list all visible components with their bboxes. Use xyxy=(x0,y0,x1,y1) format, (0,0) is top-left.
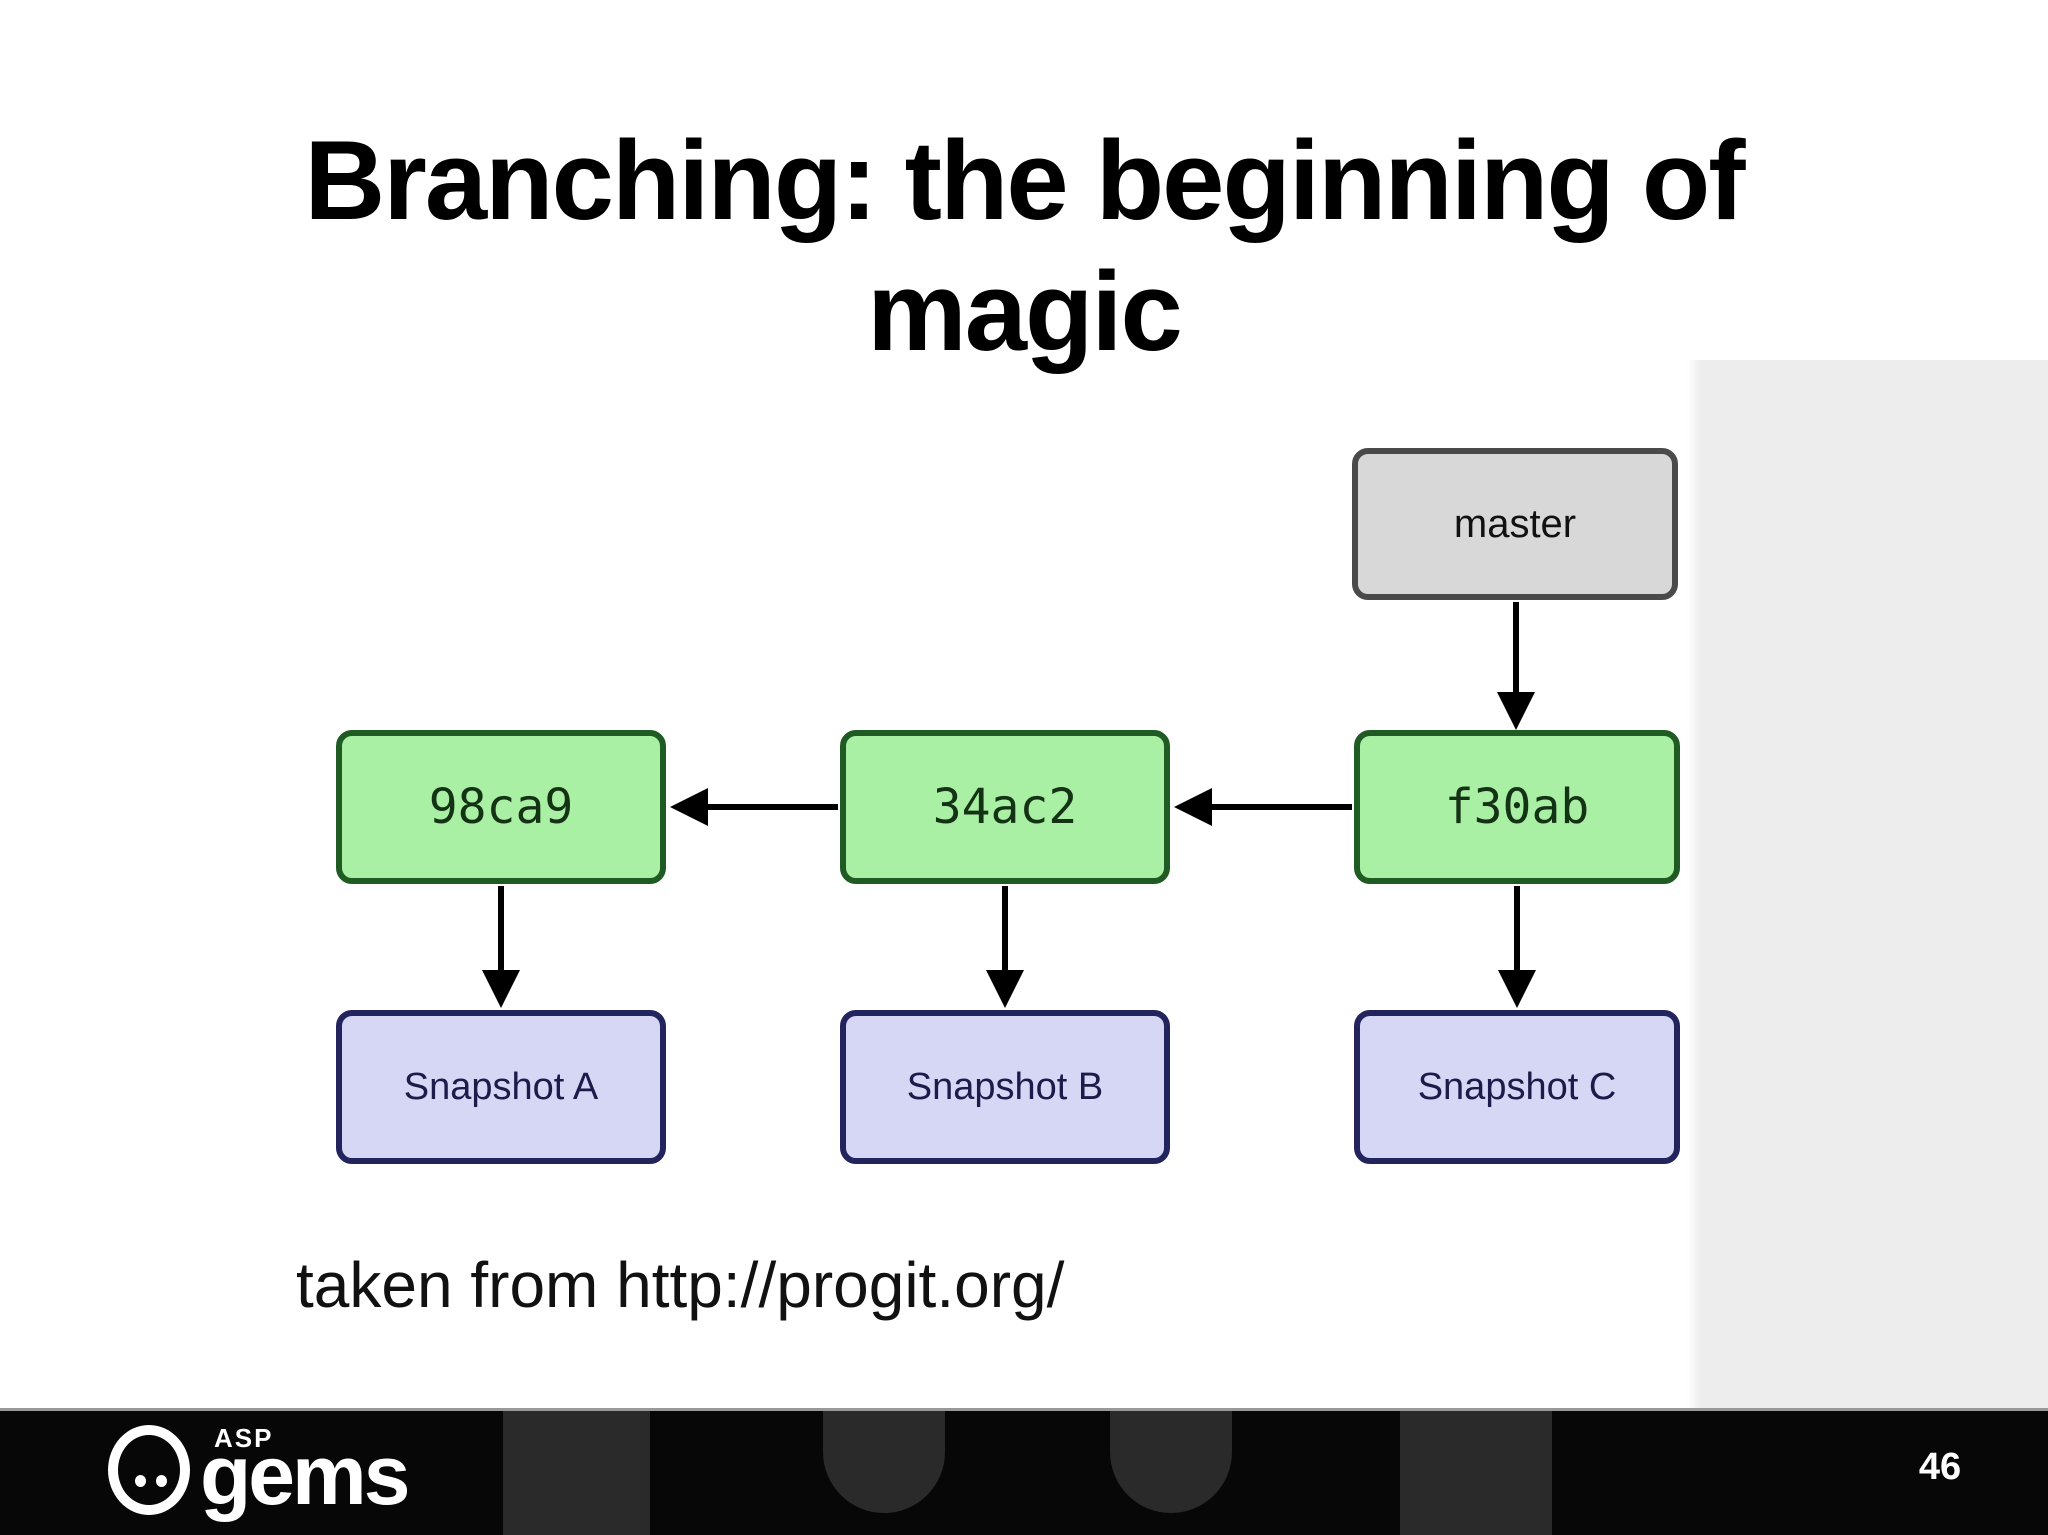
brand-top-label: ASP xyxy=(214,1423,274,1453)
smiley-notch xyxy=(192,1461,204,1477)
footer-decoration-dome xyxy=(1110,1411,1232,1513)
edge-98ca9-snapshot-a xyxy=(482,886,520,1008)
edge-34ac2-98ca9 xyxy=(670,788,838,826)
edge-f30ab-snapshot-c xyxy=(1498,886,1536,1008)
snapshot-node-a: Snapshot A xyxy=(336,1010,666,1164)
smiley-eye-left xyxy=(135,1475,146,1487)
edge-34ac2-snapshot-b xyxy=(986,886,1024,1008)
commit-id: 98ca9 xyxy=(428,779,574,835)
footer-decoration-bar xyxy=(503,1411,650,1535)
footer-decoration-dome xyxy=(823,1411,945,1513)
edge-master-f30ab xyxy=(1497,602,1535,730)
branch-node-master: master xyxy=(1352,448,1678,600)
attribution-text: taken from http://progit.org/ xyxy=(296,1249,1065,1321)
footer-bar: ASP gems xyxy=(0,1408,2048,1535)
edge-f30ab-34ac2 xyxy=(1174,788,1352,826)
branch-label: master xyxy=(1453,501,1577,546)
snapshot-label: Snapshot B xyxy=(906,1065,1104,1108)
smiley-icon xyxy=(108,1425,204,1515)
right-gradient-panel xyxy=(1687,360,2048,1408)
commit-id: 34ac2 xyxy=(932,779,1078,835)
commit-node-34ac2: 34ac2 xyxy=(840,730,1170,884)
aspgems-logo: ASP gems xyxy=(0,1411,430,1535)
commit-node-98ca9: 98ca9 xyxy=(336,730,666,884)
snapshot-label: Snapshot A xyxy=(403,1065,599,1108)
snapshot-node-b: Snapshot B xyxy=(840,1010,1170,1164)
page-title: Branching: the beginning of magic xyxy=(304,118,1745,375)
snapshot-node-c: Snapshot C xyxy=(1354,1010,1680,1164)
commit-node-f30ab: f30ab xyxy=(1354,730,1680,884)
smiley-eye-right xyxy=(156,1475,167,1487)
commit-id: f30ab xyxy=(1444,779,1590,835)
page-number: 46 xyxy=(1918,1446,1962,1488)
brand-name-label: gems xyxy=(200,1428,410,1522)
footer-decoration-bar xyxy=(1400,1411,1552,1535)
snapshot-label: Snapshot C xyxy=(1417,1065,1617,1108)
